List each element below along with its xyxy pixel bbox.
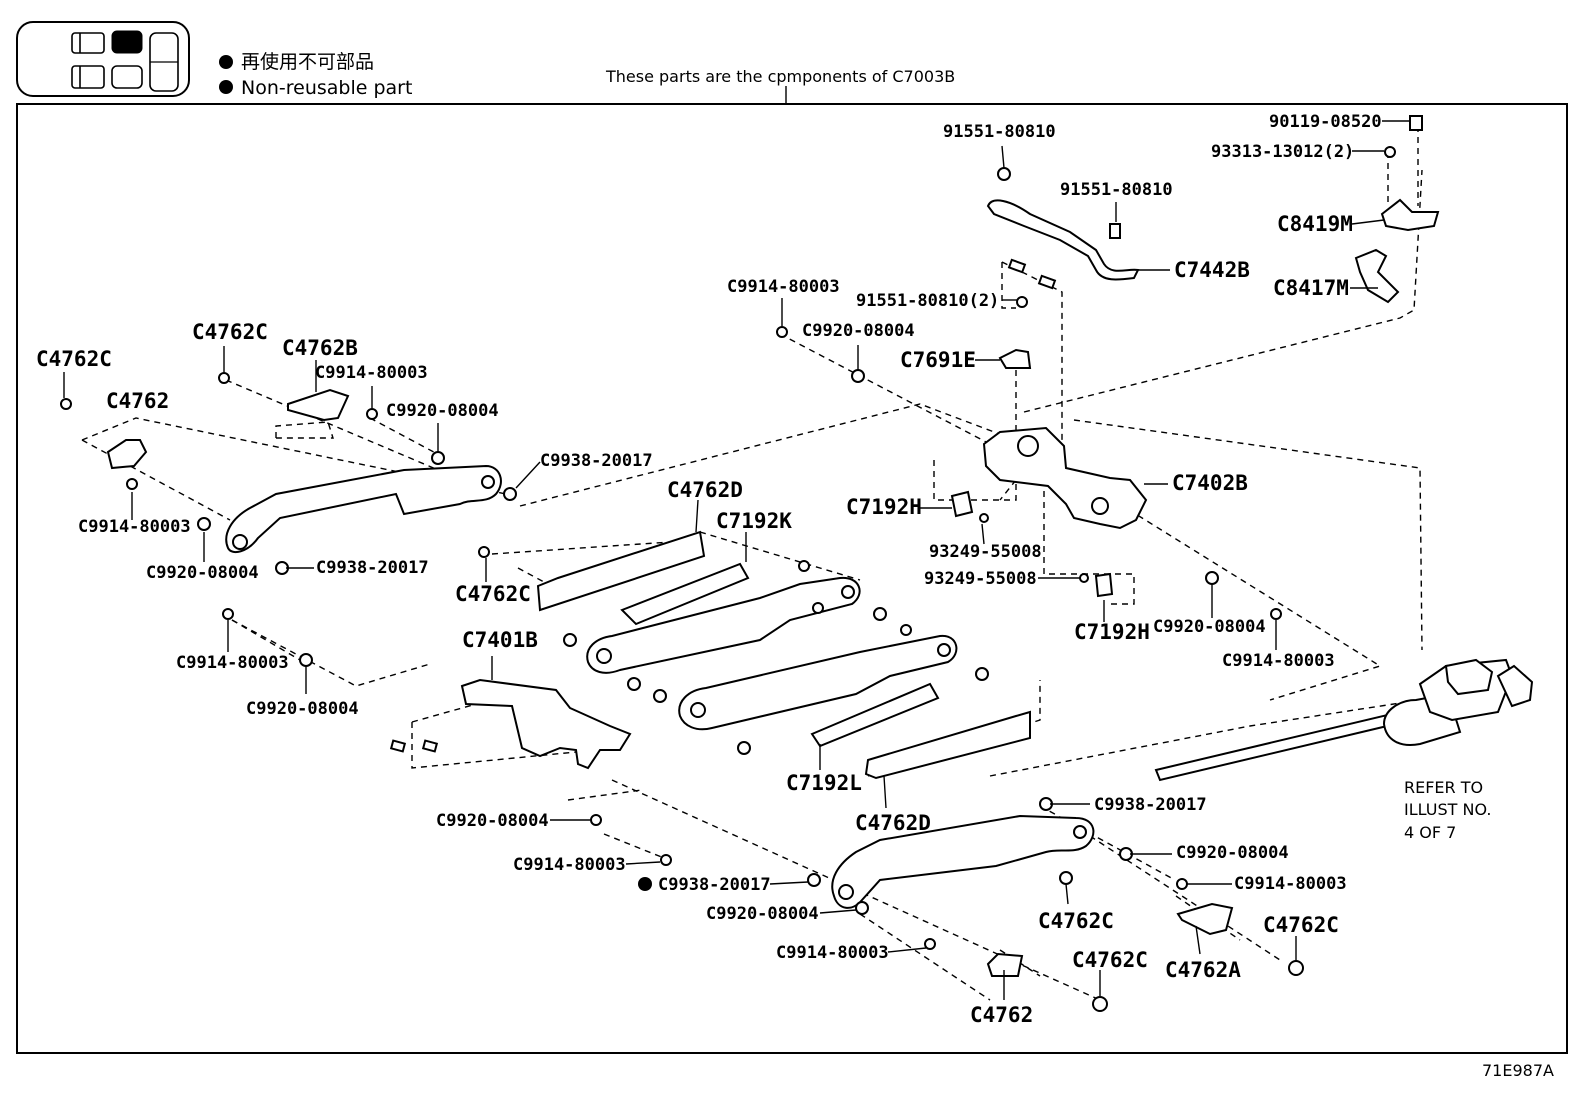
callout-label: C7192H (846, 495, 922, 519)
callout-label: 93249-55008 (924, 569, 1037, 589)
callout-label: C8417M (1273, 276, 1349, 300)
side-plate-upper (536, 530, 706, 612)
cover-plate (106, 439, 148, 470)
callout-label: 93313-13012(2) (1211, 142, 1354, 162)
harness-c8417m (1354, 248, 1400, 304)
callout-label: C9920-08004 (1153, 617, 1266, 637)
callout-label: C4762C (1038, 909, 1114, 933)
callout-label: 91551-80810 (943, 122, 1056, 142)
callout-label: C7192L (786, 771, 862, 795)
non-reusable-marker-icon (219, 80, 233, 94)
non-reusable-marker-icon (638, 877, 652, 891)
callout-label: C4762 (106, 389, 169, 413)
legend-japanese: 再使用不可部品 (241, 51, 374, 73)
callout-label: C7401B (462, 628, 538, 652)
callout-label: C7192K (716, 509, 792, 533)
cover-plate (287, 388, 350, 422)
callout-label: C4762C (36, 347, 112, 371)
callout-label: C4762 (970, 1003, 1033, 1027)
callout-label: C9920-08004 (146, 563, 259, 583)
rod-c7442b (986, 199, 1140, 281)
callout-label: C4762D (667, 478, 743, 502)
callout-label: C9914-80003 (315, 363, 428, 383)
diagram-frame (16, 103, 1568, 1054)
callout-label: C9920-08004 (802, 321, 915, 341)
callout-label: C9914-80003 (1222, 651, 1335, 671)
bracket-c7401b (460, 678, 632, 770)
callout-label: 91551-80810 (1060, 180, 1173, 200)
side-plate-lower (864, 710, 1031, 780)
callout-label: 90119-08520 (1269, 112, 1382, 132)
leader-lines (63, 120, 1410, 1000)
cover-plate (986, 952, 1024, 977)
callout-label: C4762A (1165, 958, 1241, 982)
callout-label: C9914-80003 (727, 277, 840, 297)
callout-label: 93249-55008 (929, 542, 1042, 562)
link-plate-k (620, 562, 750, 626)
callout-label: C4762D (855, 811, 931, 835)
gearbox-c7402b (982, 426, 1148, 530)
callout-label: C9914-80003 (78, 517, 191, 537)
callout-label: C9938-20017 (540, 451, 653, 471)
refer-note-line: ILLUST NO. (1404, 800, 1491, 819)
callout-label: C4762C (455, 582, 531, 606)
bracket-c8419m (1380, 198, 1440, 232)
cover-plate (1176, 902, 1234, 936)
callout-label: C4762C (192, 320, 268, 344)
callout-label: C9938-20017 (316, 558, 429, 578)
callout-label: C9938-20017 (658, 875, 771, 895)
clip-c7192h (1094, 572, 1114, 598)
callout-label: C7442B (1174, 258, 1250, 282)
callout-label: 91551-80810(2) (856, 291, 999, 311)
header-note: These parts are the cpmponents of C7003B (605, 67, 955, 86)
link-plate-l (810, 682, 940, 748)
clip-c7192h (950, 490, 974, 518)
legend: 再使用不可部品 Non-reusable part (219, 51, 412, 99)
callout-label: C9920-08004 (246, 699, 359, 719)
figure-code: 71E987A (1482, 1061, 1554, 1080)
callout-label: C9920-08004 (436, 811, 549, 831)
link-rail-upper (586, 576, 861, 674)
callout-label: C9920-08004 (386, 401, 499, 421)
refer-note: REFER TO ILLUST NO. 4 OF 7 (1404, 778, 1491, 842)
callout-label: C9920-08004 (1176, 843, 1289, 863)
non-reusable-marker-icon (219, 55, 233, 69)
refer-note-line: 4 OF 7 (1404, 823, 1456, 842)
callouts: 91551-80810 90119-08520 93313-13012(2) 9… (36, 112, 1382, 1027)
parts (60, 115, 1534, 1012)
callout-label: C4762B (282, 336, 358, 360)
callout-label: C9920-08004 (706, 904, 819, 924)
refer-note-line: REFER TO (1404, 778, 1483, 797)
callout-label: C4762C (1072, 948, 1148, 972)
motor-assembly (1154, 658, 1534, 782)
callout-label: C9914-80003 (513, 855, 626, 875)
callout-label: C7691E (900, 348, 976, 372)
callout-label: C9938-20017 (1094, 795, 1207, 815)
legend-english: Non-reusable part (241, 77, 412, 99)
callout-label: C7192H (1074, 620, 1150, 644)
callout-label: C9914-80003 (1234, 874, 1347, 894)
seat-track-arm-left (225, 464, 502, 554)
callout-label: C9914-80003 (176, 653, 289, 673)
seat-position-icon (16, 21, 190, 97)
callout-label: C4762C (1263, 913, 1339, 937)
callout-label: C8419M (1277, 212, 1353, 236)
callout-label: C7402B (1172, 471, 1248, 495)
link-rail-lower (678, 634, 958, 731)
callout-label: C9914-80003 (776, 943, 889, 963)
clip-c7691e (998, 348, 1032, 369)
